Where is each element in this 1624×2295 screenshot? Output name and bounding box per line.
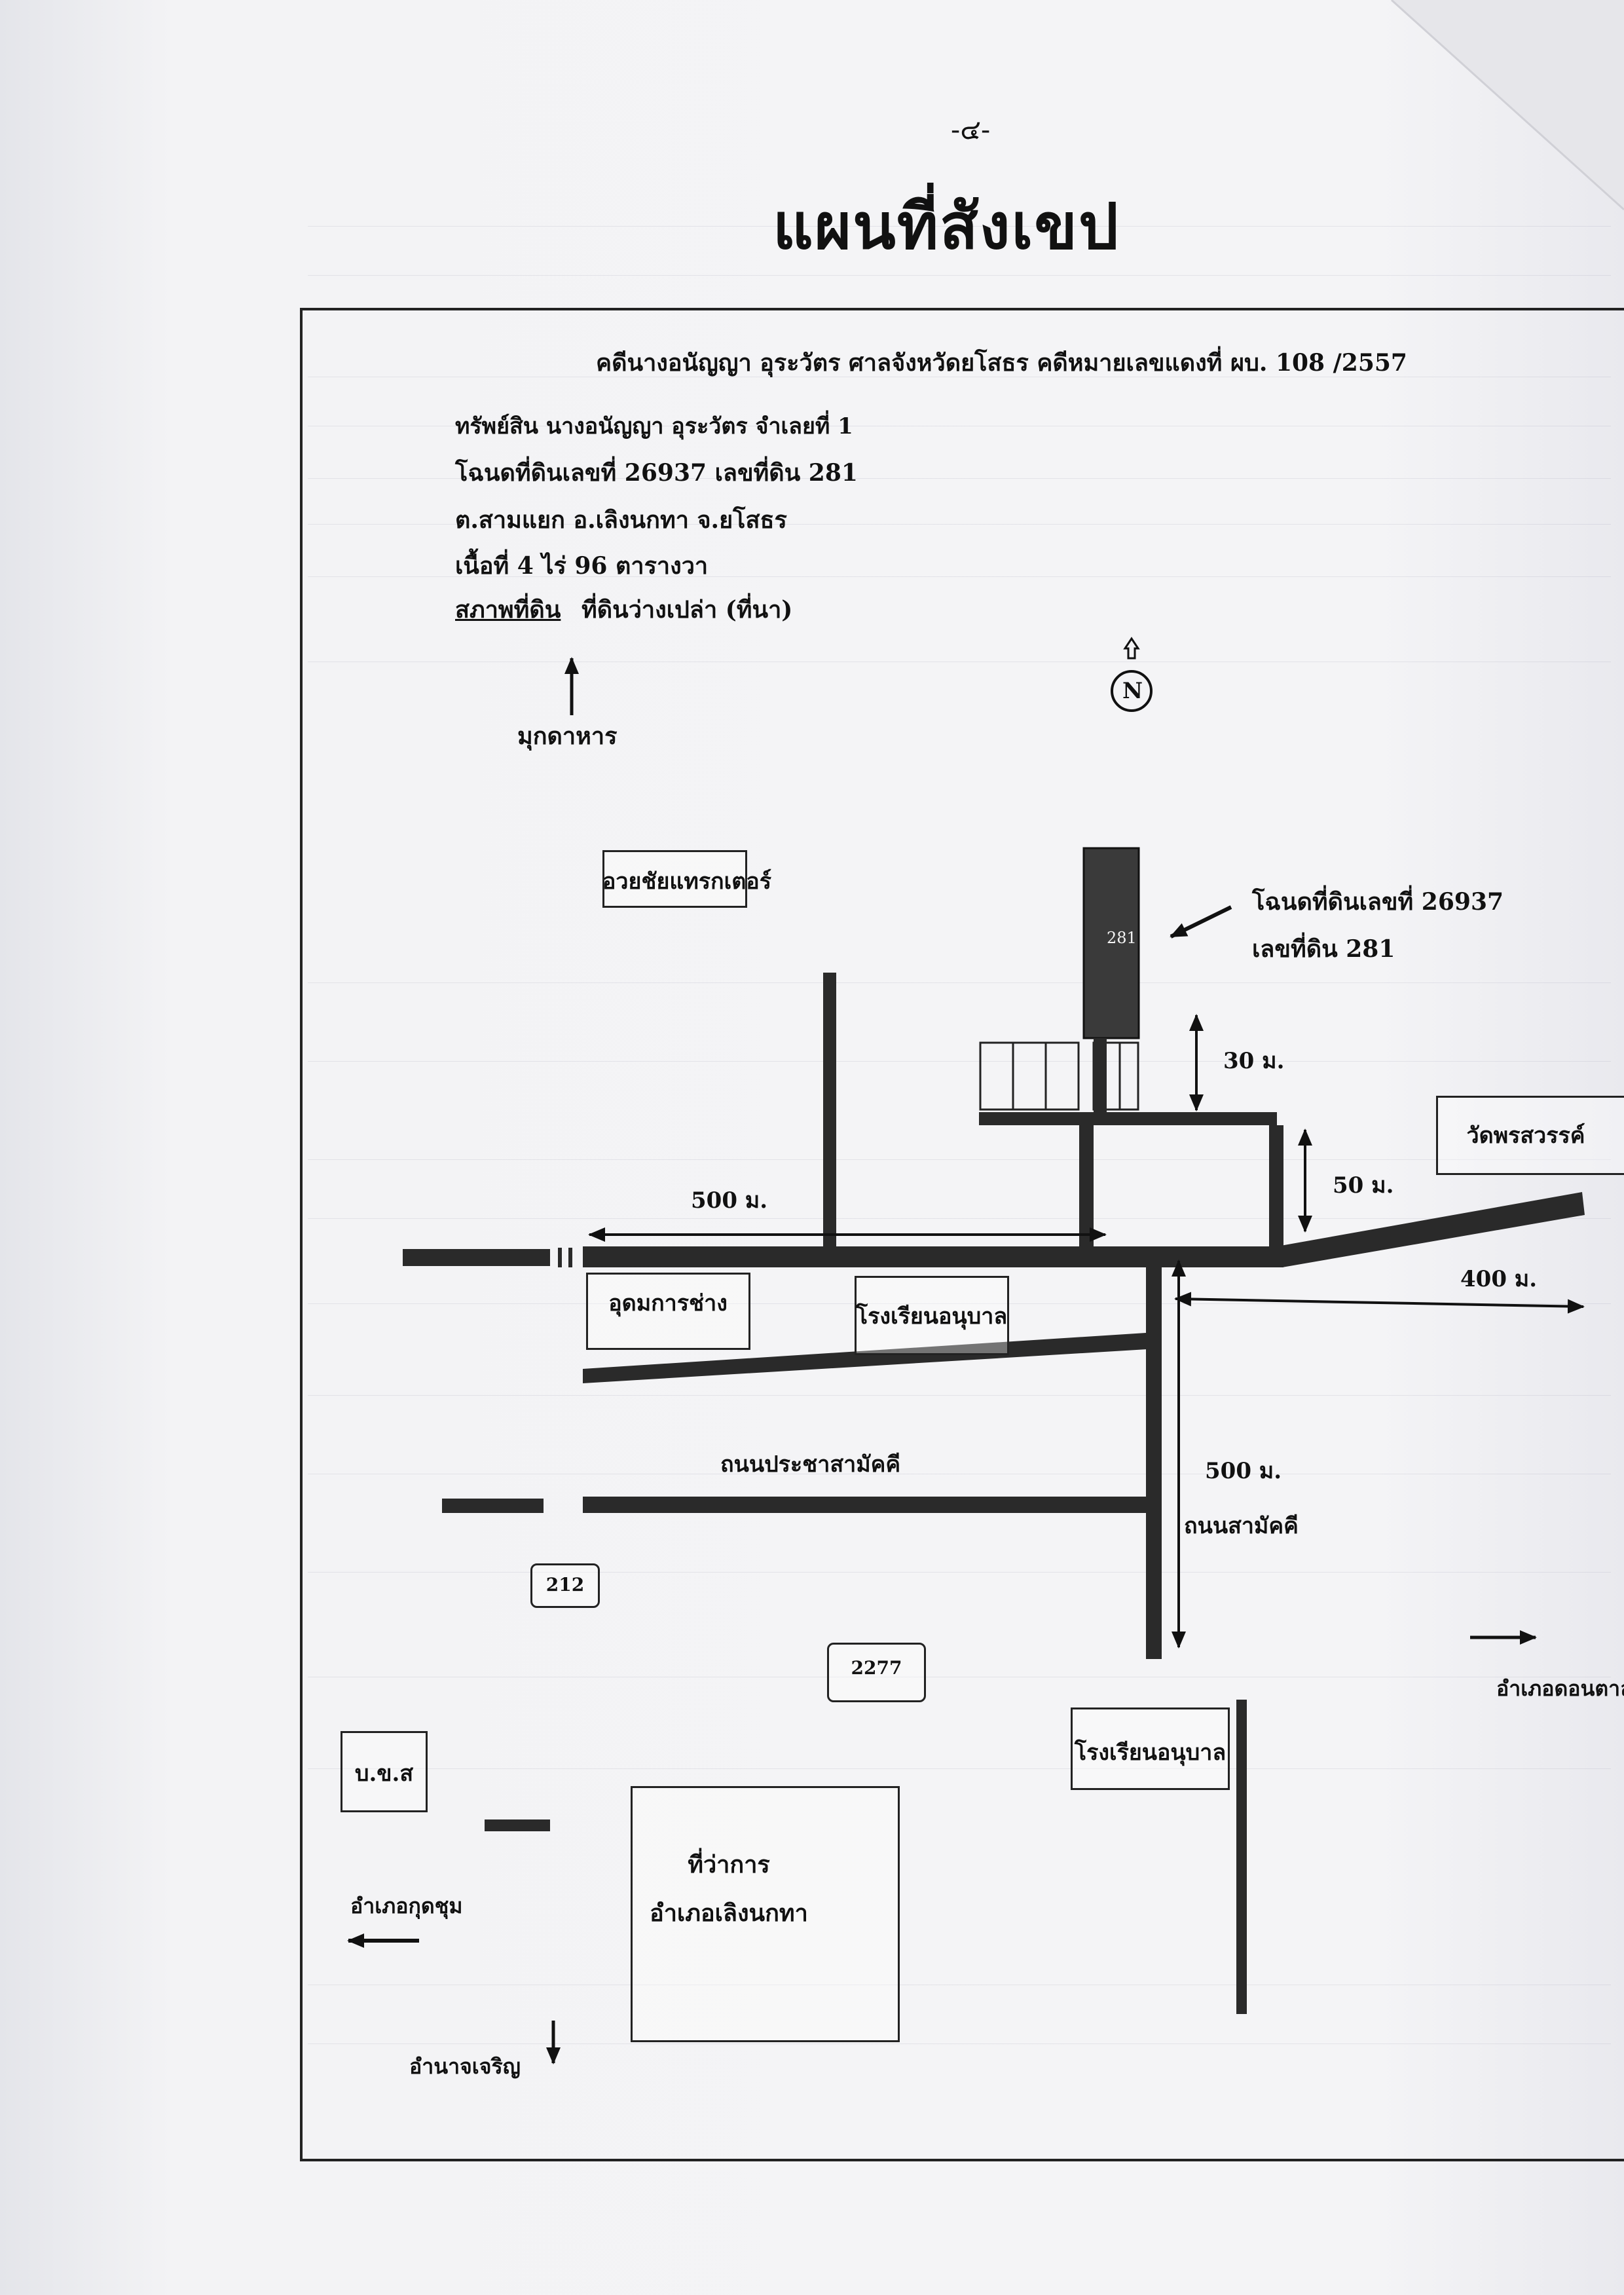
route-2277-label: 2277 bbox=[851, 1657, 902, 1679]
prachasamakkhi-road-upper bbox=[583, 1333, 1147, 1383]
parcel-281 bbox=[1082, 847, 1140, 1115]
property-deed: โฉนดที่ดินเลขที่ 26937 เลขที่ดิน 281 bbox=[455, 459, 858, 487]
road-tick bbox=[568, 1248, 572, 1267]
page-title: แผนที่สังเขป bbox=[773, 189, 1120, 263]
map-frame bbox=[300, 308, 1624, 2161]
place-kindergarten1-box bbox=[855, 1276, 1009, 1355]
road-south-east bbox=[1236, 1700, 1247, 2014]
parcel-number: 281 bbox=[1107, 929, 1137, 947]
dim-400m-arrow bbox=[1174, 1292, 1585, 1314]
samakkhi-road bbox=[1146, 1246, 1162, 1659]
parcel-pointer-line2: เลขที่ดิน 281 bbox=[1252, 935, 1395, 963]
route-212-box bbox=[530, 1563, 600, 1608]
road-connector bbox=[1079, 1125, 1094, 1250]
road-prachasamakkhi-label: ถนนประชาสามัคคี bbox=[720, 1451, 901, 1478]
property-condition-label: สภาพที่ดิน bbox=[455, 596, 561, 624]
place-kindergarten2-label: โรงเรียนอนุบาล bbox=[1074, 1740, 1227, 1766]
property-asset: ทรัพย์สิน นางอนัญญา อุระวัตร จำเลยที่ 1 bbox=[455, 413, 853, 439]
place-bks-box bbox=[341, 1731, 428, 1812]
place-district-office-box bbox=[631, 1786, 900, 2042]
parcel-pointer-line1: โฉนดที่ดินเลขที่ 26937 bbox=[1252, 888, 1504, 916]
road-connector-east bbox=[1269, 1125, 1283, 1250]
place-district-office-label-1: ที่ว่าการ bbox=[688, 1851, 770, 1878]
road-samakkhi-label: ถนนสามัคคี bbox=[1184, 1513, 1299, 1539]
place-district-office-label-2: อำเภอเลิงนกทา bbox=[650, 1899, 808, 1927]
property-location: ต.สามแยก อ.เลิงนกทา จ.ยโสธร bbox=[455, 506, 787, 534]
case-line: คดีนางอนัญญา อุระวัตร ศาลจังหวัดยโสธร คด… bbox=[596, 349, 1407, 377]
place-wat-box bbox=[1436, 1096, 1624, 1175]
road-vertical-left bbox=[823, 973, 836, 1248]
place-tractor-box bbox=[602, 850, 747, 908]
dim-500m-top-label: 500 ม. bbox=[691, 1187, 768, 1214]
north-label: N bbox=[1122, 678, 1143, 704]
road-tick bbox=[558, 1248, 562, 1267]
parcel-pointer-arrow bbox=[1170, 905, 1232, 939]
north-arrow-icon bbox=[1111, 637, 1153, 712]
place-wat-label: วัดพรสวรรค์ bbox=[1466, 1123, 1585, 1149]
route-2277-box bbox=[827, 1643, 926, 1702]
direction-amnat-charoen: อำนาจเจริญ bbox=[409, 2054, 521, 2079]
direction-don-tan: อำเภอดอนตาล bbox=[1496, 1676, 1624, 1701]
road-stub-bks bbox=[485, 1819, 550, 1831]
place-udom-box bbox=[586, 1273, 750, 1350]
dim-500m-right-label: 500 ม. bbox=[1205, 1458, 1282, 1484]
page-number: -๔- bbox=[951, 113, 991, 145]
place-tractor-label: อวยชัยแทรกเตอร์ bbox=[602, 868, 771, 895]
place-kindergarten2-box bbox=[1071, 1707, 1230, 1790]
dim-30m-label: 30 ม. bbox=[1223, 1048, 1285, 1074]
place-udom-label: อุดมการช่าง bbox=[608, 1290, 728, 1316]
property-condition-value: ที่ดินว่างเปล่า (ที่นา) bbox=[581, 596, 793, 624]
dim-400m-label: 400 ม. bbox=[1460, 1266, 1538, 1292]
dim-50m-label: 50 ม. bbox=[1333, 1172, 1394, 1199]
place-kindergarten1-label: โรงเรียนอนุบาล bbox=[855, 1303, 1008, 1330]
place-bks-label: บ.ข.ส bbox=[354, 1761, 414, 1787]
prachasamakkhi-road-west bbox=[442, 1499, 544, 1513]
prachasamakkhi-road-lower bbox=[583, 1497, 1146, 1513]
property-area: เนื้อที่ 4 ไร่ 96 ตารางวา bbox=[455, 552, 709, 580]
main-road bbox=[403, 1192, 1585, 1267]
direction-kut-chum: อำเภอกุดชุม bbox=[350, 1894, 463, 1918]
frontage-road bbox=[979, 1112, 1277, 1125]
direction-mukdahan: มุกดาหาร bbox=[517, 722, 618, 750]
route-212-label: 212 bbox=[545, 1574, 585, 1595]
